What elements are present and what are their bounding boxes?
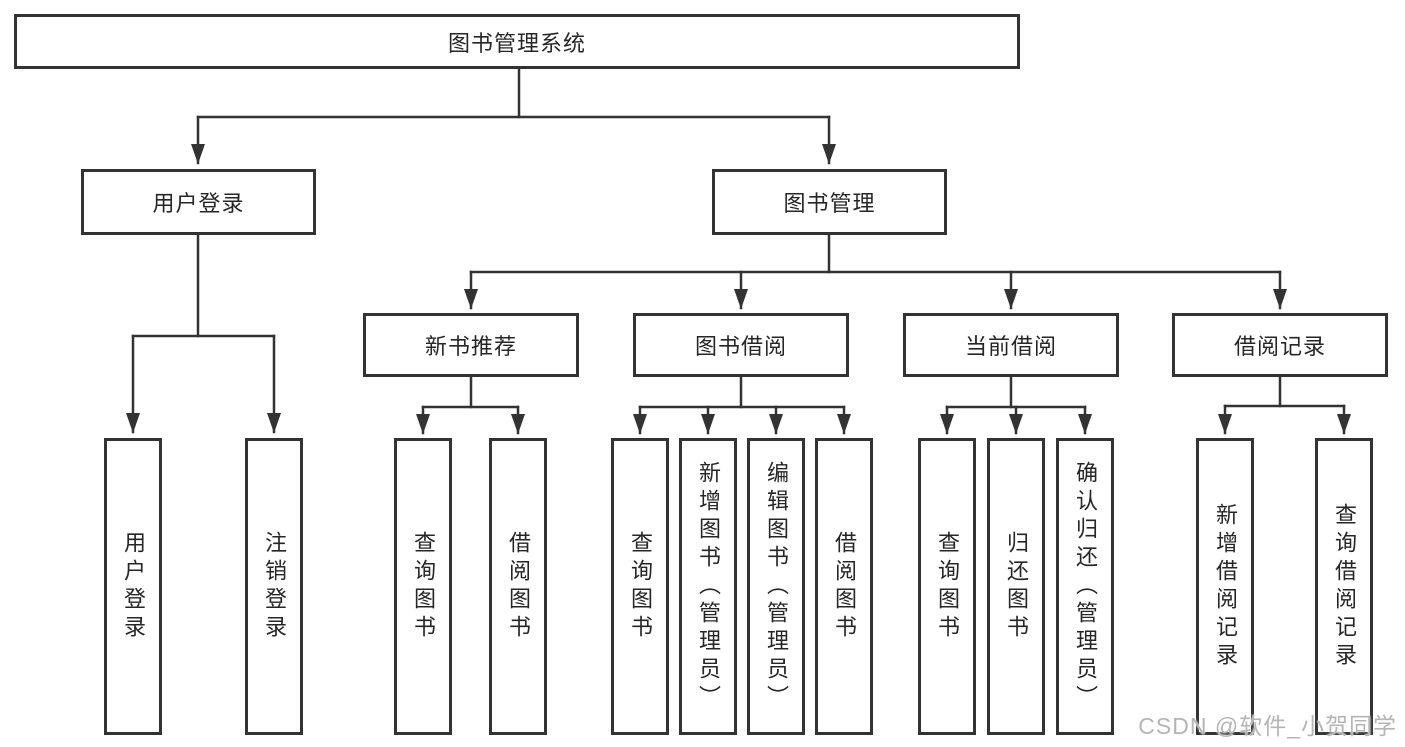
leaf-confirm-return-admin: 确认归还（管理员） [1056,438,1114,735]
node-book-borrow-label: 图书借阅 [694,334,787,359]
leaf-logout: 注销登录 [245,438,303,735]
connector-book-mgmt-split [464,233,1287,310]
leaf-add-books-admin-label: 新增图书（管理员） [696,460,721,713]
node-new-book-recommend: 新书推荐 [363,313,579,377]
node-current-borrow-label: 当前借阅 [964,334,1057,359]
connector-records-split [1218,375,1351,435]
leaf-query-books-borrow: 查询图书 [611,438,669,735]
leaf-return-books: 归还图书 [987,438,1045,735]
connector-new-books-split [416,375,525,435]
node-new-book-recommend-label: 新书推荐 [424,334,517,359]
connector-borrow-split [633,375,851,435]
connector-current-split [940,375,1092,435]
leaf-query-books-borrow-label: 查询图书 [628,530,653,643]
node-book-management: 图书管理 [712,169,947,235]
leaf-return-books-label: 归还图书 [1004,530,1029,643]
leaf-query-borrow-record-label: 查询借阅记录 [1332,502,1357,671]
connector-user-login-split [126,233,281,434]
leaf-add-books-admin: 新增图书（管理员） [679,438,737,735]
leaf-add-borrow-record-label: 新增借阅记录 [1213,502,1238,671]
node-user-login: 用户登录 [81,169,316,235]
leaf-edit-books-admin-label: 编辑图书（管理员） [764,460,789,713]
leaf-query-books-recommend: 查询图书 [394,438,452,735]
leaf-borrow-books: 借阅图书 [815,438,873,735]
node-root-label: 图书管理系统 [447,30,586,56]
connector-root-split [191,67,836,165]
node-root-system: 图书管理系统 [14,14,1020,69]
leaf-query-books-current: 查询图书 [918,438,976,735]
leaf-borrow-books-label: 借阅图书 [832,530,857,643]
leaf-edit-books-admin: 编辑图书（管理员） [747,438,805,735]
leaf-query-books-current-label: 查询图书 [935,530,960,643]
leaf-query-books-recommend-label: 查询图书 [411,530,436,643]
node-current-borrow: 当前借阅 [903,313,1119,377]
csdn-watermark: CSDN @软件_小贺同学 [1138,713,1397,739]
leaf-logout-label: 注销登录 [262,530,287,643]
leaf-user-login-label: 用户登录 [121,530,146,643]
node-book-management-label: 图书管理 [783,191,876,216]
node-borrow-records-label: 借阅记录 [1233,334,1326,359]
leaf-borrow-books-recommend-label: 借阅图书 [506,530,531,643]
leaf-add-borrow-record: 新增借阅记录 [1196,438,1254,735]
leaf-query-borrow-record: 查询借阅记录 [1315,438,1373,735]
leaf-confirm-return-admin-label: 确认归还（管理员） [1073,460,1098,713]
leaf-borrow-books-recommend: 借阅图书 [489,438,547,735]
node-user-login-label: 用户登录 [152,191,245,216]
node-book-borrow: 图书借阅 [633,313,849,377]
node-borrow-records: 借阅记录 [1172,313,1388,377]
leaf-user-login: 用户登录 [104,438,162,735]
